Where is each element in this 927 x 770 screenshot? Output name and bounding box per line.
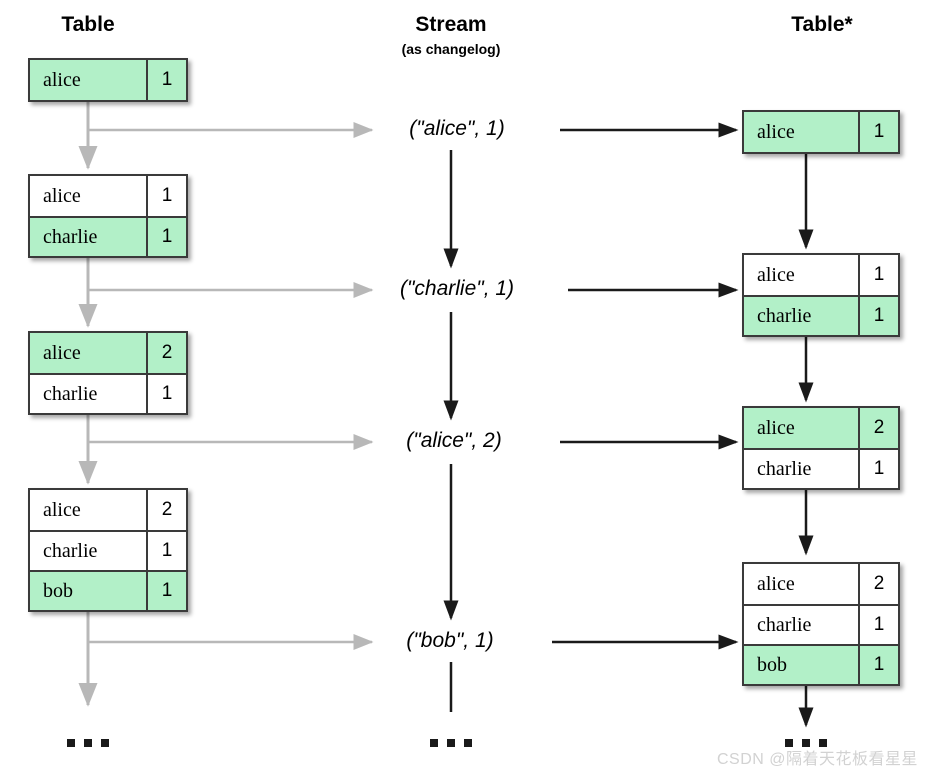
right-table-1: alice 1 (742, 110, 900, 154)
right-column-ellipsis (785, 739, 827, 747)
row-key: charlie (744, 297, 860, 335)
table-row: alice 2 (744, 564, 898, 604)
row-value: 1 (873, 121, 885, 142)
left-table-3: alice 2 charlie 1 (28, 331, 188, 415)
table-row: alice 2 (30, 333, 186, 373)
table-row: alice 1 (30, 176, 186, 216)
stream-column-ellipsis (430, 739, 472, 747)
row-key: alice (744, 564, 860, 604)
ellipsis-dot (464, 739, 472, 747)
row-value: 1 (873, 614, 885, 635)
stream-event-4: ("bob", 1) (406, 629, 494, 652)
stream-to-table-arrows (552, 122, 739, 650)
table-row: charlie 1 (30, 373, 186, 413)
column-subtitle-stream: (as changelog) (401, 41, 501, 57)
row-value: 2 (873, 573, 885, 594)
column-title-table: Table (61, 13, 115, 36)
ellipsis-dot (67, 739, 75, 747)
row-value: 1 (161, 540, 173, 561)
stream-event-2: ("charlie", 1) (399, 277, 515, 300)
table-row: charlie 1 (744, 604, 898, 644)
right-table-3: alice 2 charlie 1 (742, 406, 900, 490)
ellipsis-dot (84, 739, 92, 747)
row-key: charlie (30, 375, 148, 413)
table-row: alice 2 (30, 490, 186, 530)
left-table-2: alice 1 charlie 1 (28, 174, 188, 258)
row-value: 2 (873, 417, 885, 438)
table-row: charlie 1 (30, 530, 186, 570)
table-row: bob 1 (30, 570, 186, 610)
table-row: alice 1 (744, 112, 898, 152)
ellipsis-dot (785, 739, 793, 747)
ellipsis-dot (101, 739, 109, 747)
stream-event-1: ("alice", 1) (409, 117, 505, 140)
ellipsis-dot (430, 739, 438, 747)
row-key: charlie (30, 532, 148, 570)
column-title-stream: Stream (415, 13, 487, 36)
row-key: bob (30, 572, 148, 610)
row-value: 1 (873, 264, 885, 285)
row-key: charlie (744, 606, 860, 644)
row-key: bob (744, 646, 860, 684)
ellipsis-dot (819, 739, 827, 747)
table-row: alice 1 (30, 60, 186, 100)
column-title-table-star: Table* (791, 13, 853, 36)
row-key: alice (30, 490, 148, 530)
row-value: 1 (161, 580, 173, 601)
row-key: alice (744, 255, 860, 295)
row-key: charlie (30, 218, 148, 256)
ellipsis-dot (802, 739, 810, 747)
table-row: alice 1 (744, 255, 898, 295)
row-value: 2 (161, 342, 173, 363)
row-value: 1 (161, 383, 173, 404)
left-column-ellipsis (67, 739, 109, 747)
row-key: alice (30, 333, 148, 373)
row-value: 1 (873, 654, 885, 675)
row-value: 1 (873, 458, 885, 479)
row-value: 1 (161, 69, 173, 90)
row-value: 1 (873, 305, 885, 326)
stream-event-3: ("alice", 2) (406, 429, 502, 452)
ellipsis-dot (447, 739, 455, 747)
row-key: alice (30, 60, 148, 100)
table-row: charlie 1 (30, 216, 186, 256)
row-value: 1 (161, 185, 173, 206)
left-table-4: alice 2 charlie 1 bob 1 (28, 488, 188, 612)
table-row: bob 1 (744, 644, 898, 684)
row-key: charlie (744, 450, 860, 488)
row-key: alice (744, 408, 860, 448)
row-key: alice (30, 176, 148, 216)
right-table-4: alice 2 charlie 1 bob 1 (742, 562, 900, 686)
right-table-2: alice 1 charlie 1 (742, 253, 900, 337)
row-key: alice (744, 112, 860, 152)
left-table-1: alice 1 (28, 58, 188, 102)
csdn-watermark: CSDN @隔着天花板看星星 (717, 751, 919, 768)
table-row: charlie 1 (744, 295, 898, 335)
table-row: alice 2 (744, 408, 898, 448)
row-value: 2 (161, 499, 173, 520)
table-row: charlie 1 (744, 448, 898, 488)
row-value: 1 (161, 226, 173, 247)
